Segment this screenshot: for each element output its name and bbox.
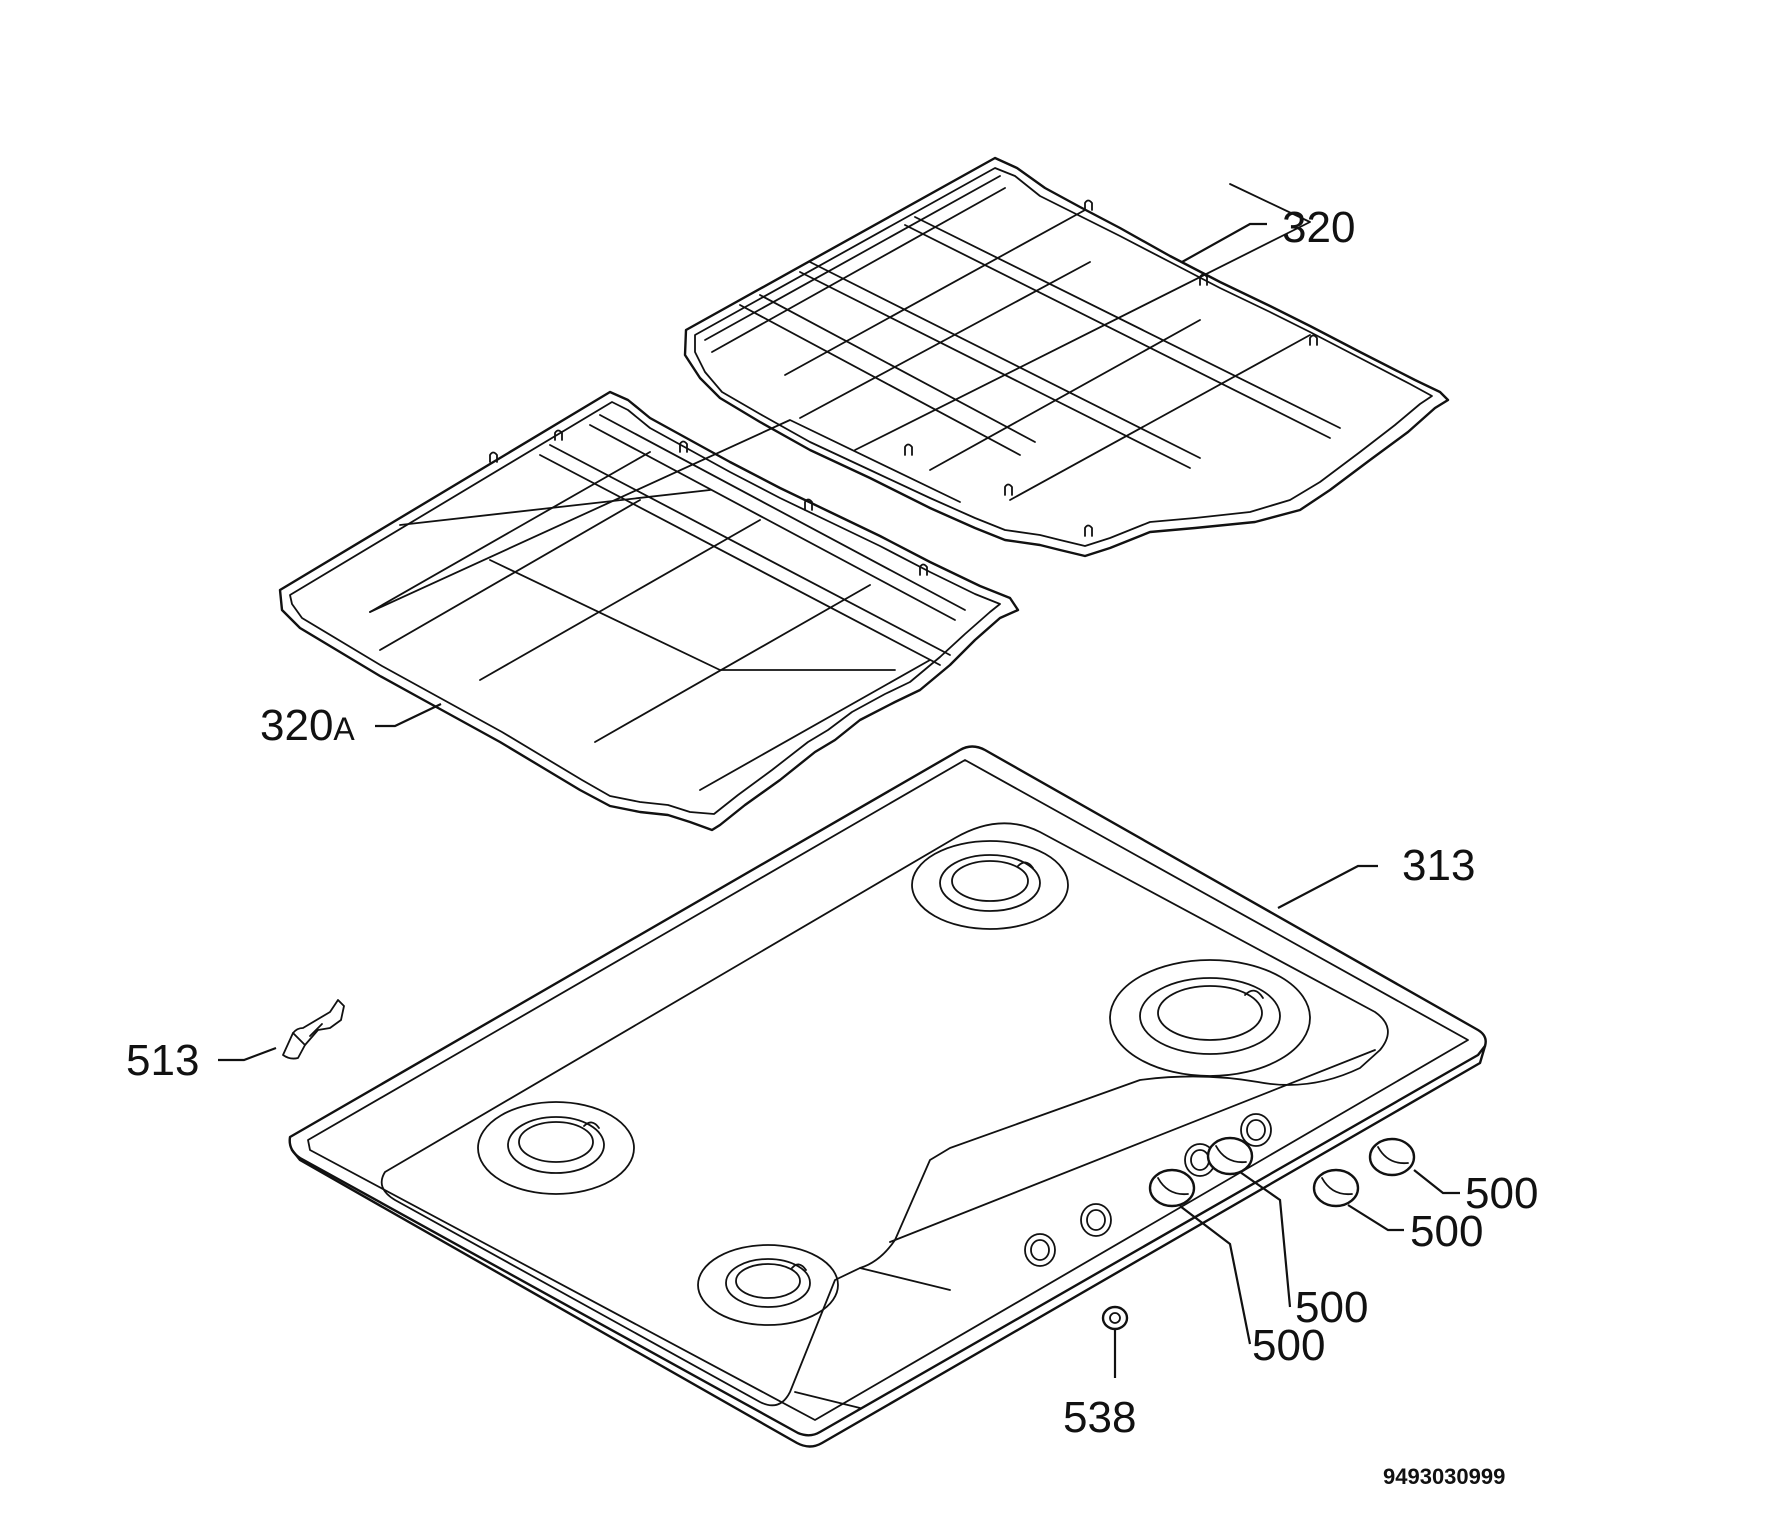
leader-500-a: [1413, 1169, 1460, 1195]
callout-320a: 320A: [260, 701, 355, 750]
burner-rear-right: [1109, 959, 1311, 1077]
pan-support-320: [683, 156, 1450, 558]
callout-320: 320: [1282, 203, 1355, 252]
callout-500-4: 500: [1252, 1321, 1325, 1370]
leader-513: [218, 1046, 277, 1062]
callout-313: 313: [1402, 841, 1475, 890]
leader-lines: [218, 222, 1460, 1378]
document-number: 9493030999: [1383, 1464, 1505, 1489]
callout-538: 538: [1063, 1393, 1136, 1442]
callout-500-1: 500: [1465, 1169, 1538, 1218]
leader-313: [1277, 864, 1378, 909]
hob-top-313: [288, 745, 1487, 1448]
callout-513: 513: [126, 1036, 199, 1085]
knob-3: [1312, 1168, 1360, 1208]
leader-500-d: [1179, 1205, 1252, 1345]
callout-500-2: 500: [1410, 1207, 1483, 1256]
callout-500-3: 500: [1295, 1283, 1368, 1332]
leader-320: [1181, 222, 1267, 263]
clip-513: [282, 999, 345, 1060]
burner-front-center: [697, 1244, 839, 1326]
burner-rear-center: [911, 840, 1069, 930]
pan-support-320a: [278, 390, 1020, 832]
knob-4: [1368, 1137, 1416, 1177]
spacer-538: [1101, 1305, 1129, 1331]
knob-2: [1206, 1136, 1254, 1176]
leader-320a: [375, 703, 442, 728]
burner-front-left: [477, 1101, 635, 1195]
knob-1: [1148, 1168, 1196, 1208]
leader-500-b: [1347, 1204, 1404, 1232]
control-knobs-500: [1148, 1136, 1416, 1208]
leader-500-c: [1239, 1171, 1292, 1308]
callout-320a-number: 320: [260, 701, 333, 750]
callout-320a-suffix: A: [333, 711, 355, 747]
